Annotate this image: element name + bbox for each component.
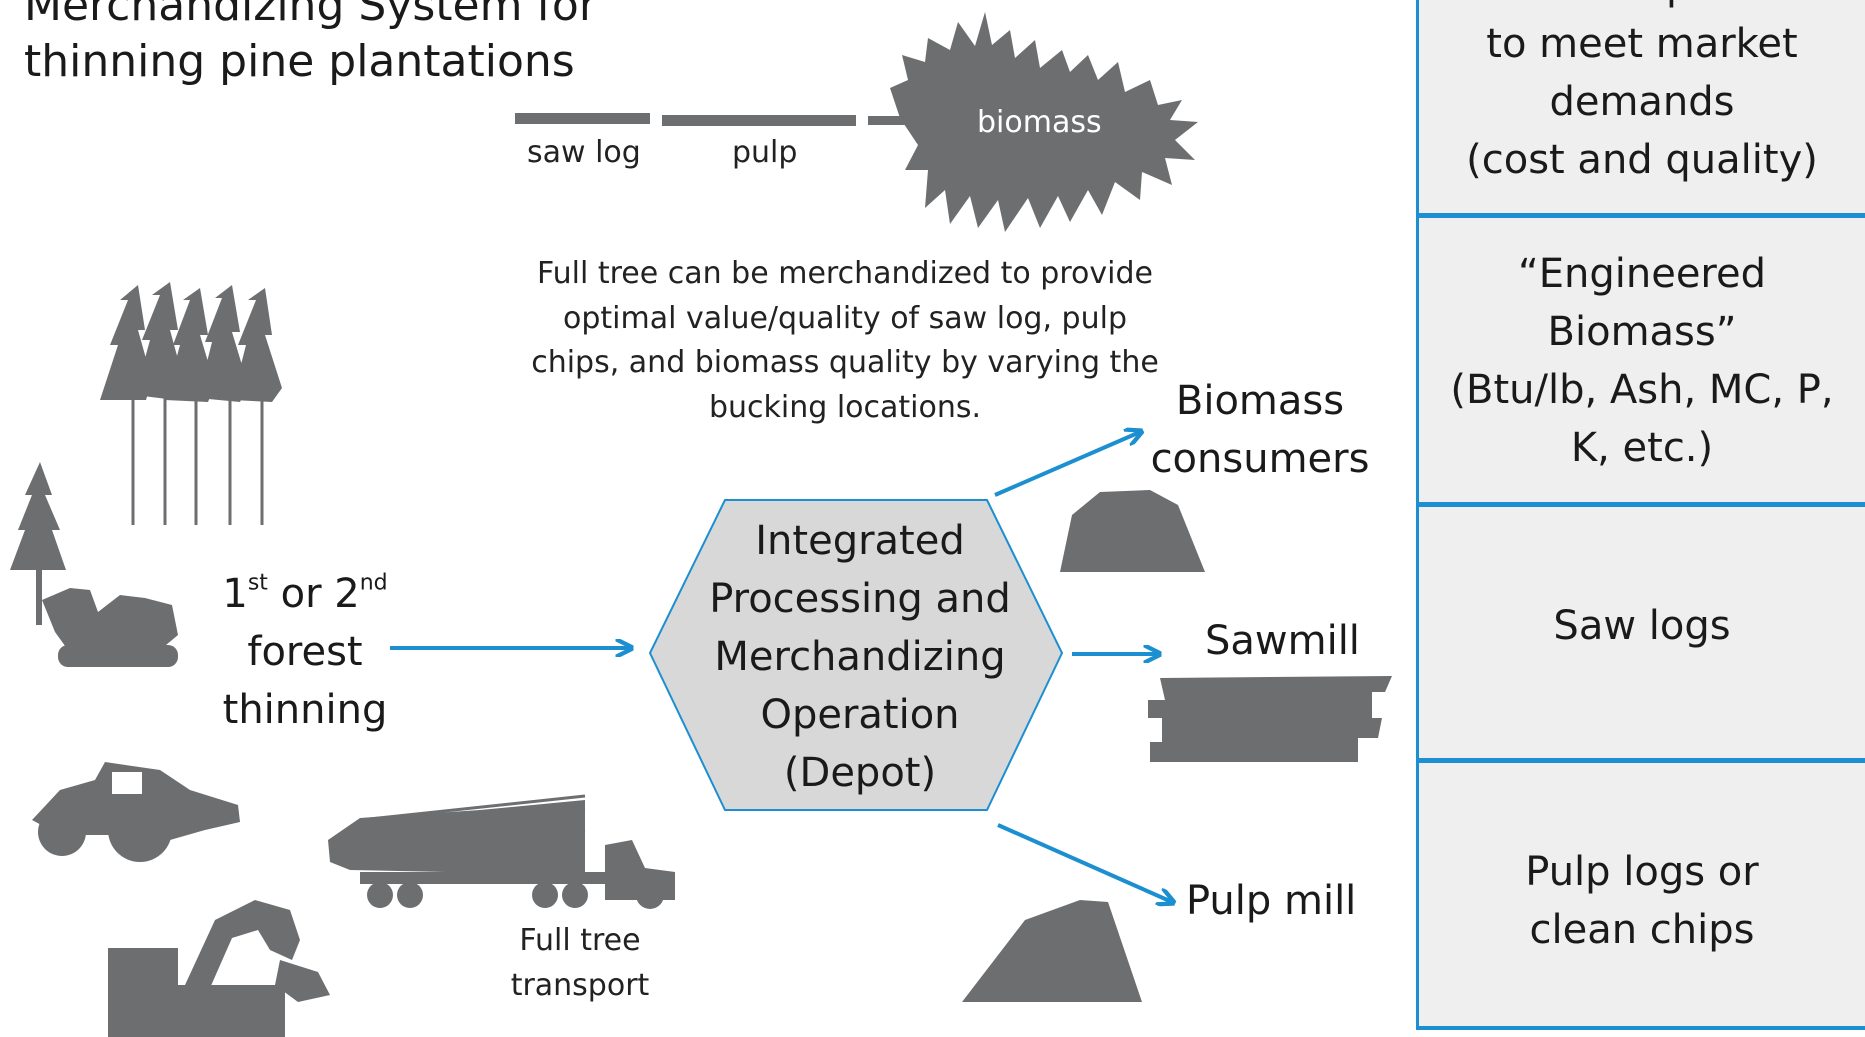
- panel-saw-logs-text: Saw logs: [1553, 603, 1731, 649]
- panel-line: to meet market: [1486, 21, 1798, 67]
- depot-line: Operation: [760, 692, 960, 738]
- pulp-pile-icon: [962, 900, 1142, 1002]
- depot-to-pulpmill-arrow: [997, 823, 1172, 902]
- panel-line: (Btu/lb, Ash, MC, P,: [1450, 366, 1834, 413]
- panel-pulp-logs: Pulp logs or clean chips: [1416, 763, 1865, 1027]
- sawmill-label: Sawmill: [1205, 618, 1360, 664]
- depot-hexagon: [648, 499, 1064, 811]
- ordinal-1: 1: [222, 571, 248, 617]
- depot-line: (Depot): [783, 750, 937, 796]
- panel-line: Biomass”: [1547, 308, 1737, 355]
- depot-line: Merchandizing: [714, 634, 1006, 680]
- pulp-bar: [662, 115, 856, 126]
- loader-icon: [108, 900, 330, 1037]
- panel-line: clean chips: [1529, 907, 1755, 953]
- panel-line: “Engineered: [1518, 250, 1766, 297]
- lumber-stack-icon: [1148, 676, 1392, 762]
- page-title: Merchandizing System for thinning pine p…: [24, 0, 597, 90]
- description-line: optimal value/quality of saw log, pulp: [563, 300, 1127, 336]
- panel-market-demands-text: Products specified to meet market demand…: [1460, 0, 1825, 189]
- full-tree-transport-label: Full tree transport: [480, 918, 680, 1008]
- log-truck-icon: [328, 794, 675, 909]
- merchandizing-description: Full tree can be merchandized to provide…: [520, 252, 1170, 430]
- pulp-label: pulp: [732, 135, 798, 170]
- title-line-2: thinning pine plantations: [24, 36, 575, 87]
- panel-engineered-biomass-text: “Engineered Biomass” (Btu/lb, Ash, MC, P…: [1450, 245, 1833, 477]
- stem-connector: [868, 116, 908, 125]
- thinning-line-1: 1st or 2nd: [190, 565, 420, 623]
- skidder-icon: [32, 762, 240, 862]
- depot-line: Integrated: [755, 518, 965, 564]
- transport-line-2: transport: [510, 968, 650, 1003]
- panel-divider: [1416, 758, 1865, 763]
- transport-line-1: Full tree: [519, 923, 641, 958]
- panel-line: (cost and quality): [1466, 137, 1818, 183]
- ordinal-2-suffix: nd: [359, 570, 388, 596]
- biomass-consumers-line: Biomass: [1175, 378, 1345, 424]
- panel-pulp-logs-text: Pulp logs or clean chips: [1525, 843, 1758, 959]
- panel-divider: [1416, 502, 1865, 507]
- depot-label: Integrated Processing and Merchandizing …: [690, 512, 1030, 802]
- ordinal-or: or: [267, 571, 335, 617]
- pulp-mill-label: Pulp mill: [1186, 878, 1357, 924]
- thinning-line-2: forest: [247, 629, 363, 675]
- biomass-crown: [890, 12, 1198, 232]
- panel-market-demands: Products specified to meet market demand…: [1416, 0, 1865, 215]
- panel-engineered-biomass: “Engineered Biomass” (Btu/lb, Ash, MC, P…: [1416, 218, 1865, 503]
- depot-line: Processing and: [709, 576, 1011, 622]
- biomass-pile-icon: [1060, 490, 1205, 572]
- description-line: bucking locations.: [708, 389, 982, 425]
- saw-log-label: saw log: [527, 135, 641, 170]
- biomass-consumers-line: consumers: [1150, 436, 1370, 482]
- pine-trees-icon: [100, 282, 282, 525]
- description-line: Full tree can be merchandized to provide: [537, 256, 1153, 291]
- panel-line: Pulp logs or: [1525, 849, 1759, 895]
- panel-line: Products specified: [1460, 0, 1825, 15]
- saw-log-bar: [515, 113, 650, 124]
- harvester-icon: [10, 462, 178, 667]
- panel-line: demands: [1549, 79, 1735, 125]
- ordinal-2: 2: [334, 571, 360, 617]
- title-line-1: Merchandizing System for: [24, 0, 597, 31]
- panel-saw-logs: Saw logs: [1416, 507, 1865, 759]
- panel-divider: [1416, 213, 1865, 218]
- description-line: chips, and biomass quality by varying th…: [531, 345, 1159, 380]
- panel-line: K, etc.): [1570, 424, 1714, 471]
- panel-divider: [1416, 1026, 1865, 1030]
- biomass-consumers-label: Biomass consumers: [1150, 372, 1370, 488]
- forest-thinning-label: 1st or 2nd forest thinning: [190, 565, 420, 739]
- thinning-line-3: thinning: [222, 687, 388, 733]
- ordinal-1-suffix: st: [247, 570, 268, 596]
- biomass-label: biomass: [977, 105, 1102, 140]
- depot-to-biomass-arrow: [994, 432, 1140, 497]
